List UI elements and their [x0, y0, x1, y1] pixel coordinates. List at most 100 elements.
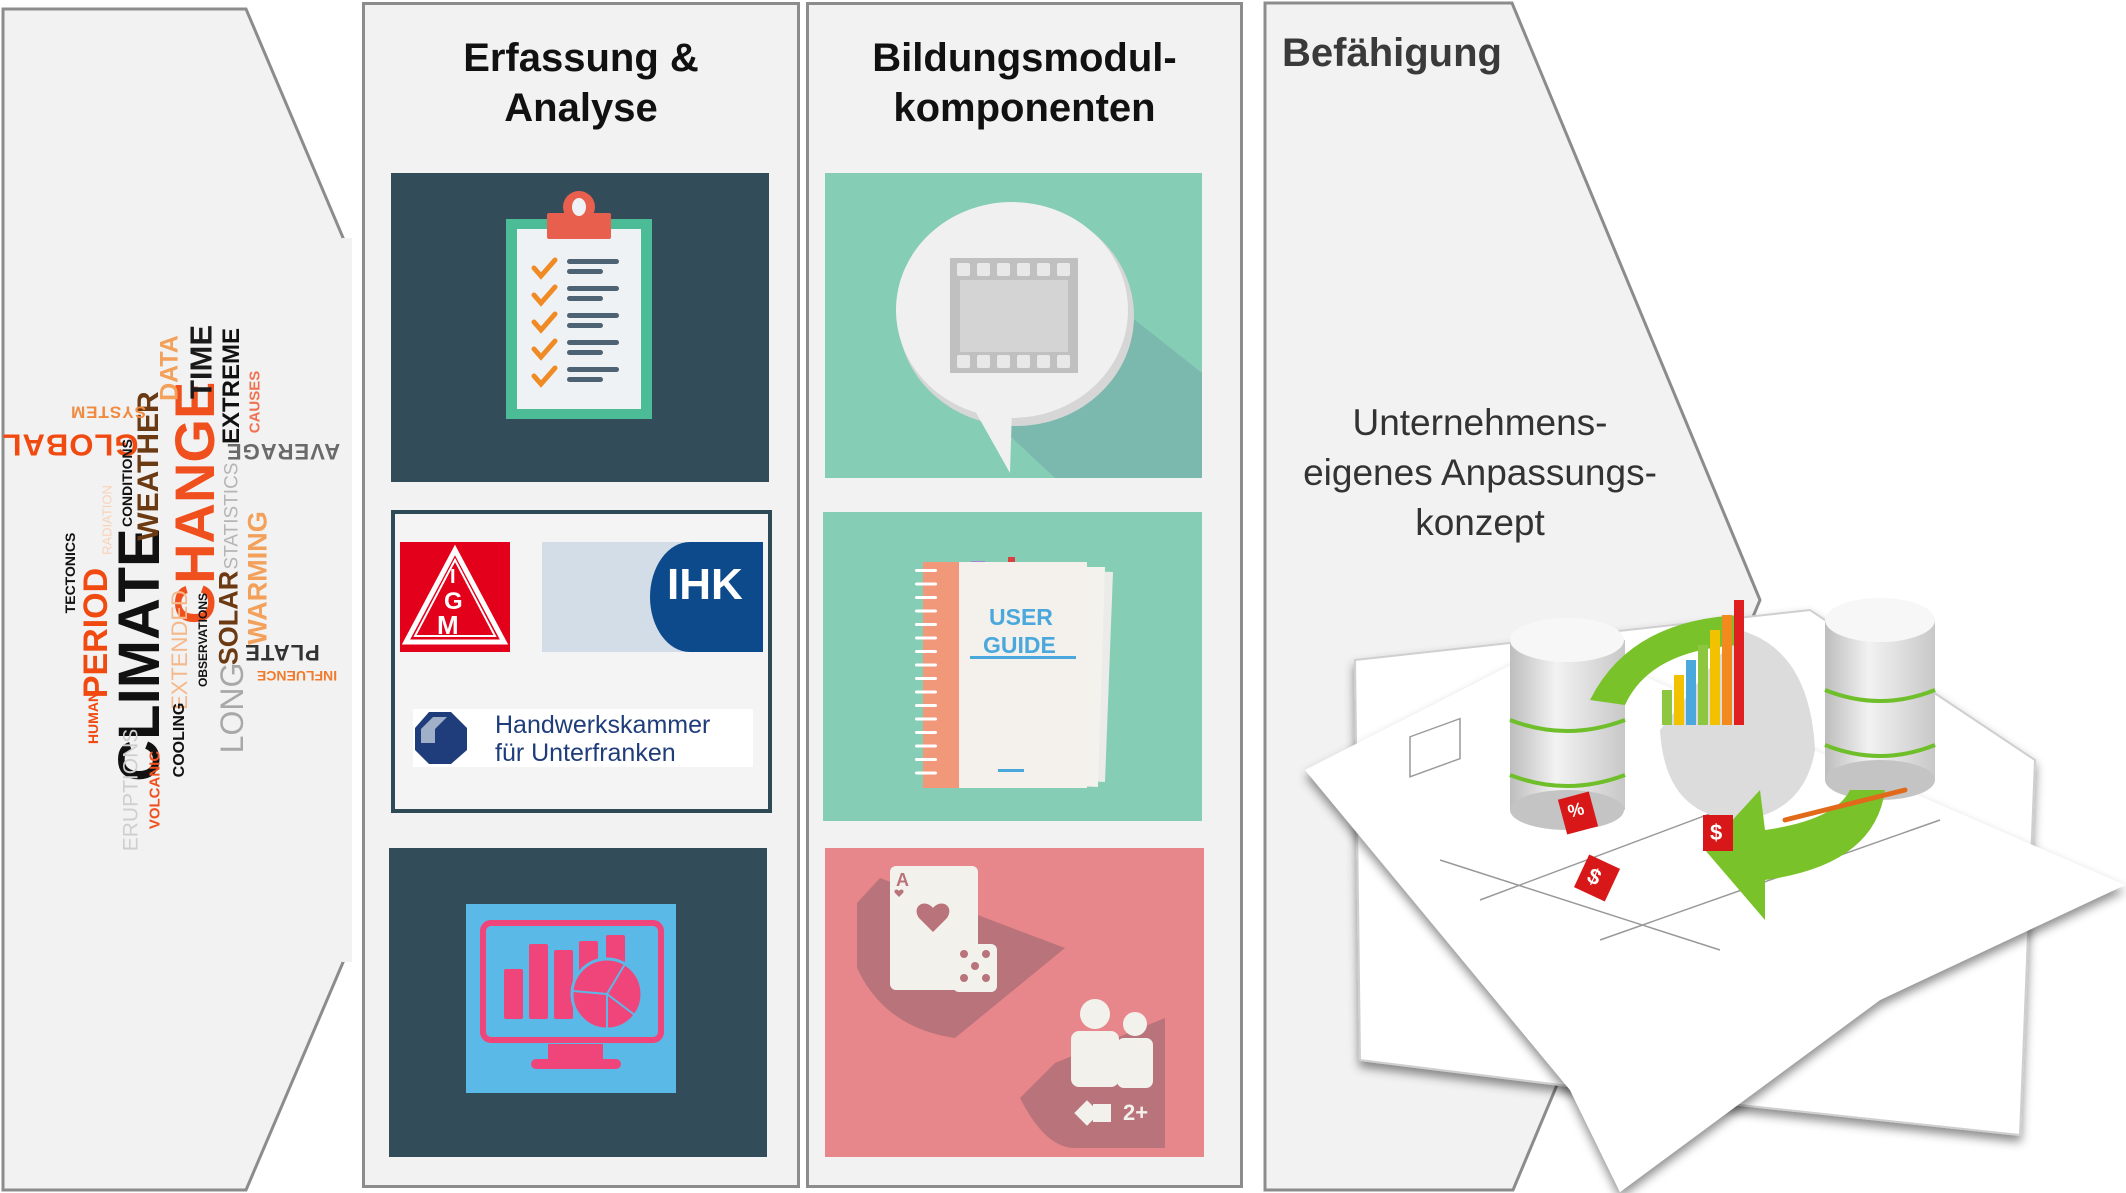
word-solar: SOLAR — [213, 570, 244, 666]
word-time: TIME — [183, 324, 219, 400]
spiral-ring — [915, 609, 937, 613]
checklist-line — [567, 313, 619, 318]
result-chevron — [1263, 1, 1762, 1192]
user-guide-booklet-icon — [915, 557, 1113, 788]
word-system: SYSTEM — [70, 402, 146, 422]
hwk-line2: für Unterfranken — [495, 739, 676, 767]
checklist-line — [567, 286, 619, 291]
word-human: HUMAN — [85, 691, 101, 745]
film-hole — [977, 263, 990, 276]
spiral-ring — [915, 771, 937, 775]
video-speech-bubble-icon — [896, 202, 1202, 478]
film-hole — [1057, 263, 1070, 276]
word-statistics: STATISTICS — [221, 462, 243, 570]
result-title: Befähigung — [1282, 31, 1502, 75]
film-hole — [1037, 263, 1050, 276]
column-title-line1: Bildungsmodul- — [872, 36, 1177, 80]
check-icon — [531, 365, 558, 388]
igm-logo: I G M — [400, 542, 510, 652]
check-icon — [531, 257, 558, 280]
check-icon — [531, 284, 558, 307]
checklist-line — [567, 377, 603, 382]
word-data: DATA — [155, 335, 184, 401]
user-guide-label-line1: USER — [989, 604, 1053, 630]
film-hole — [1017, 355, 1030, 368]
word-warming: WARMING — [242, 511, 273, 645]
checklist-line — [567, 296, 603, 301]
word-cloud: CLIMATE CHANGE PERIOD GLOBAL WEATHER TIM… — [0, 0, 350, 1193]
column-title: Erfassung & Analyse — [365, 33, 797, 133]
ihk-logo: IHK — [542, 542, 763, 652]
igm-letter-g: G — [444, 588, 463, 615]
game-icons — [857, 866, 1165, 1148]
players-count: 2+ — [1123, 1100, 1149, 1125]
checklist-line — [567, 367, 619, 372]
word-causes: CAUSES — [246, 370, 264, 434]
spiral-ring — [915, 758, 937, 761]
word-volcanic: VOLCANIC — [146, 750, 164, 830]
word-conditions: CONDITIONS — [119, 439, 135, 527]
card-rank: A — [896, 870, 909, 890]
spiral-ring — [915, 690, 937, 694]
result-concept-text: Unternehmens- eigenes Anpassungs- konzep… — [1270, 398, 1690, 548]
word-extended: EXTENDED — [167, 590, 192, 710]
word-plate: PLATE — [244, 640, 320, 665]
word-cooling: COOLING — [171, 702, 188, 778]
film-hole — [977, 355, 990, 368]
checklist-line — [567, 323, 603, 328]
result-line2: eigenes Anpassungs- — [1303, 452, 1657, 493]
film-hole — [1057, 355, 1070, 368]
word-average: AVERAGE — [225, 439, 341, 464]
spiral-ring — [915, 636, 937, 640]
chevron-tip-mask — [342, 238, 352, 962]
column-title-line2: Analyse — [504, 86, 658, 130]
igm-letter-i: I — [450, 566, 456, 588]
word-observations: OBSERVATIONS — [196, 592, 210, 688]
word-tectonics: TECTONICS — [62, 532, 78, 614]
tile-game[interactable]: A 2+ — [825, 848, 1204, 1157]
tile-checklist[interactable] — [391, 173, 769, 482]
user-guide-label-line2: GUIDE — [983, 632, 1056, 658]
ihk-label: IHK — [667, 560, 743, 609]
tile-user-guide[interactable]: USER GUIDE — [823, 512, 1202, 821]
monitor-panel — [466, 904, 676, 1093]
hwk-line1: Handwerkskammer — [495, 711, 711, 739]
film-hole — [1037, 355, 1050, 368]
check-icon — [531, 338, 558, 361]
check-icon — [531, 311, 558, 334]
word-period: PERIOD — [77, 567, 115, 699]
monitor-chart-icon — [480, 920, 664, 1069]
word-radiation: RADIATION — [99, 485, 115, 555]
column-title: Bildungsmodul- komponenten — [809, 33, 1240, 133]
igm-triangle-icon — [401, 544, 509, 645]
word-long: LONG — [214, 662, 250, 754]
spiral-ring — [915, 717, 937, 721]
spiral-ring — [915, 704, 937, 707]
spiral-ring — [915, 623, 937, 626]
film-hole — [957, 355, 970, 368]
clipboard-checklist-icon — [506, 191, 652, 419]
film-hole — [957, 263, 970, 276]
word-influence: INFLUENCE — [256, 668, 338, 684]
players-icon — [1071, 999, 1153, 1088]
spiral-ring — [915, 663, 937, 667]
checklist-line — [567, 259, 619, 264]
heart-icon — [916, 903, 950, 932]
film-hole — [997, 355, 1010, 368]
column-title-line2: komponenten — [893, 86, 1156, 130]
checklist-line — [567, 340, 619, 345]
hwk-logo: Handwerkskammer für Unterfranken — [413, 709, 753, 767]
hwk-octagon-icon — [415, 712, 467, 764]
tile-video[interactable] — [825, 173, 1202, 478]
spiral-ring — [915, 731, 937, 734]
spiral-ring — [915, 744, 937, 748]
spiral-ring — [915, 596, 937, 599]
tile-analytics-monitor[interactable] — [389, 848, 767, 1157]
column-title-line1: Erfassung & — [463, 36, 699, 80]
film-hole — [1017, 263, 1030, 276]
tile-partner-logos[interactable]: I G M IHK Handwerkskammer für Unterfrank… — [391, 510, 772, 813]
spiral-ring — [915, 650, 937, 653]
spiral-ring — [915, 677, 937, 680]
checklist-line — [567, 350, 603, 355]
spiral-ring — [915, 569, 937, 572]
